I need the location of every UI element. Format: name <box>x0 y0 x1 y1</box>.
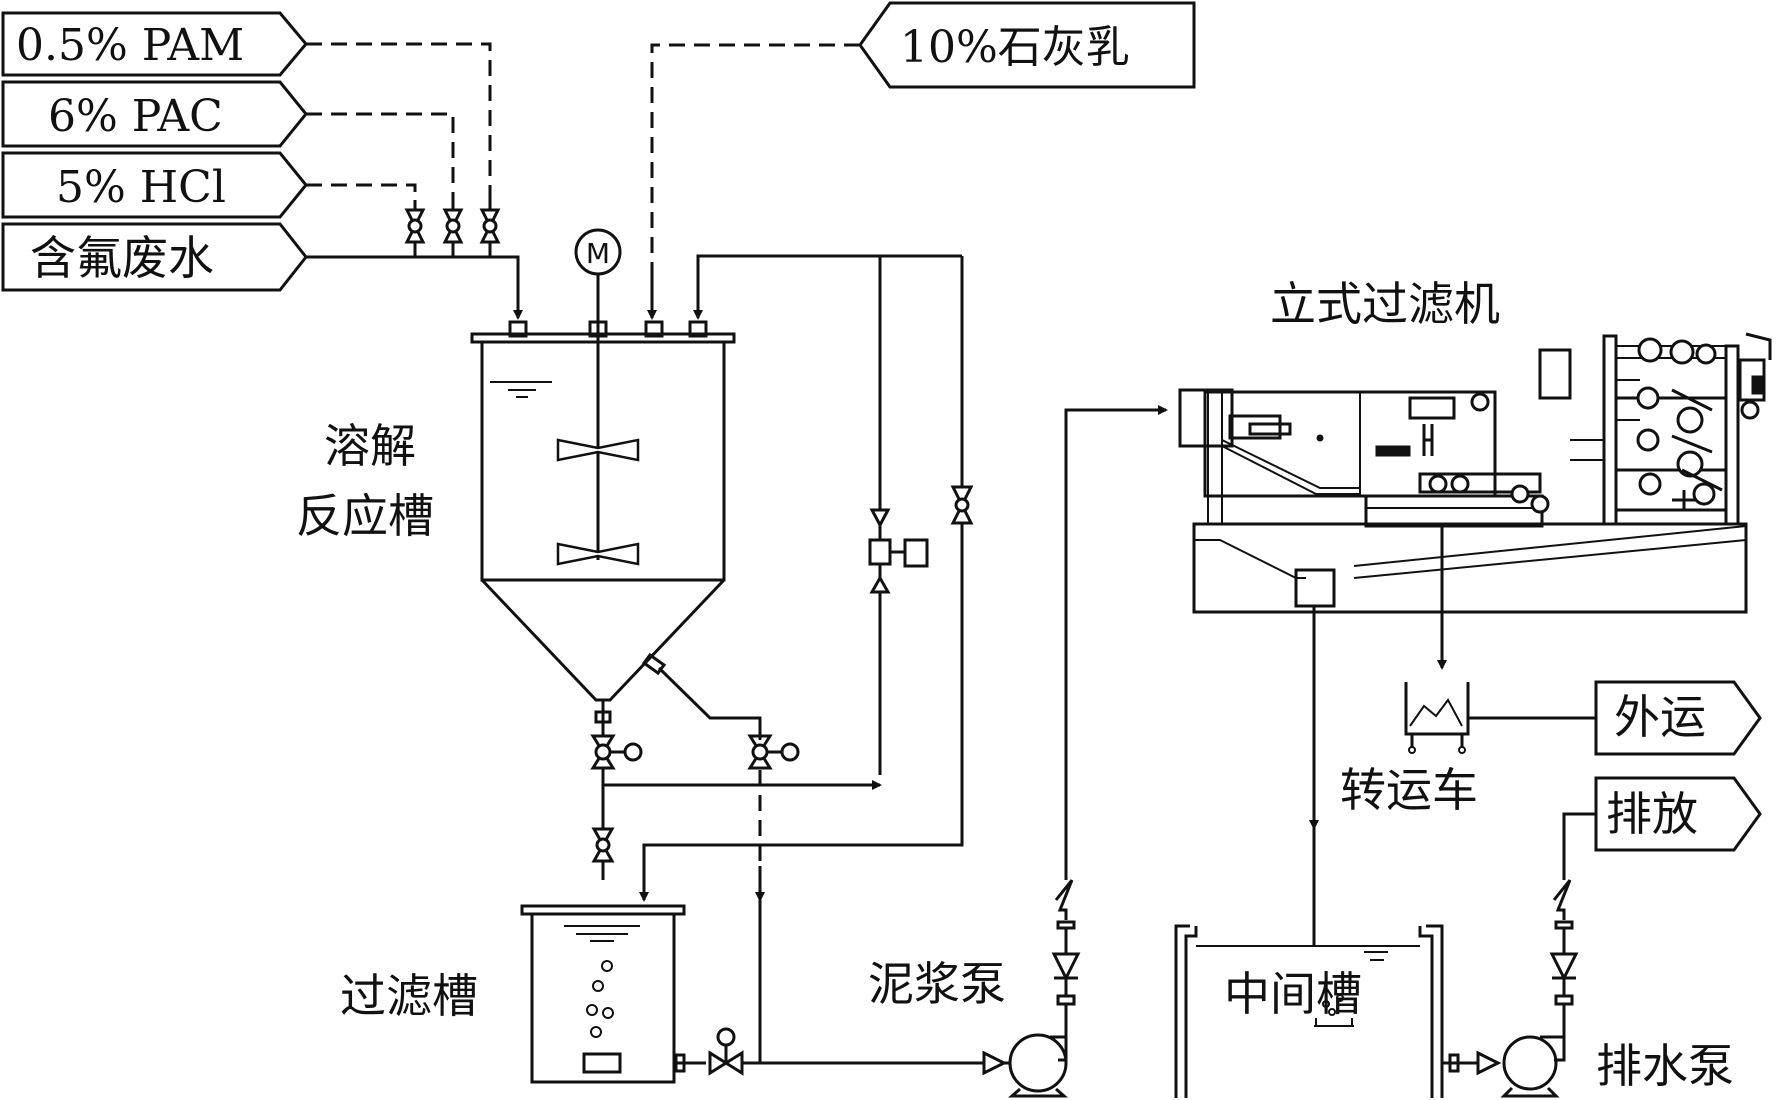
filter-tank-inlet-valve <box>591 827 615 863</box>
tag-wastewater: 含氟废水 <box>1 222 308 292</box>
drain-pump <box>1500 1035 1566 1098</box>
vertical-filter-label: 立式过滤机 <box>1270 277 1500 331</box>
control-valve <box>868 508 929 594</box>
transfer-cart-label: 转运车 <box>1340 763 1478 817</box>
tag-pac-label: 6% PAC <box>48 91 223 142</box>
bottom-valve-1 <box>590 734 643 770</box>
reactor-label-line1: 溶解 <box>324 419 416 473</box>
filter-tank <box>520 904 686 1084</box>
tag-pam-label: 0.5% PAM <box>16 20 244 71</box>
slurry-pump <box>1004 1033 1068 1098</box>
tag-external-transport-label: 外运 <box>1614 690 1706 744</box>
tag-pam: 0.5% PAM <box>1 11 308 77</box>
tag-hcl-label: 5% HCl <box>56 162 226 213</box>
motor-symbol: M <box>586 237 610 270</box>
dissolution-reaction-tank: M <box>470 228 762 740</box>
filter-tank-label: 过滤槽 <box>340 969 478 1023</box>
reactor-label-line2: 反应槽 <box>296 489 434 543</box>
recirc-valve <box>950 485 974 525</box>
drain-pump-label: 排水泵 <box>1596 1039 1734 1093</box>
tag-wastewater-label: 含氟废水 <box>30 231 214 285</box>
bottom-valve-2 <box>747 734 800 770</box>
outlet-valve <box>708 1027 744 1076</box>
tag-discharge: 排放 <box>1594 776 1762 852</box>
transfer-cart <box>1404 682 1470 754</box>
intermediate-tank <box>1174 924 1444 1098</box>
tag-pac: 6% PAC <box>1 80 308 148</box>
vertical-filter <box>1178 332 1772 614</box>
tag-external-transport: 外运 <box>1594 680 1762 756</box>
tag-hcl: 5% HCl <box>1 151 308 219</box>
tag-lime-label: 10%石灰乳 <box>900 22 1130 73</box>
tag-discharge-label: 排放 <box>1606 787 1698 841</box>
chem-valves <box>404 208 501 244</box>
slurry-pump-label: 泥浆泵 <box>868 957 1006 1011</box>
tag-lime: 10%石灰乳 <box>858 1 1196 89</box>
intermediate-tank-label: 中间槽 <box>1224 967 1362 1021</box>
